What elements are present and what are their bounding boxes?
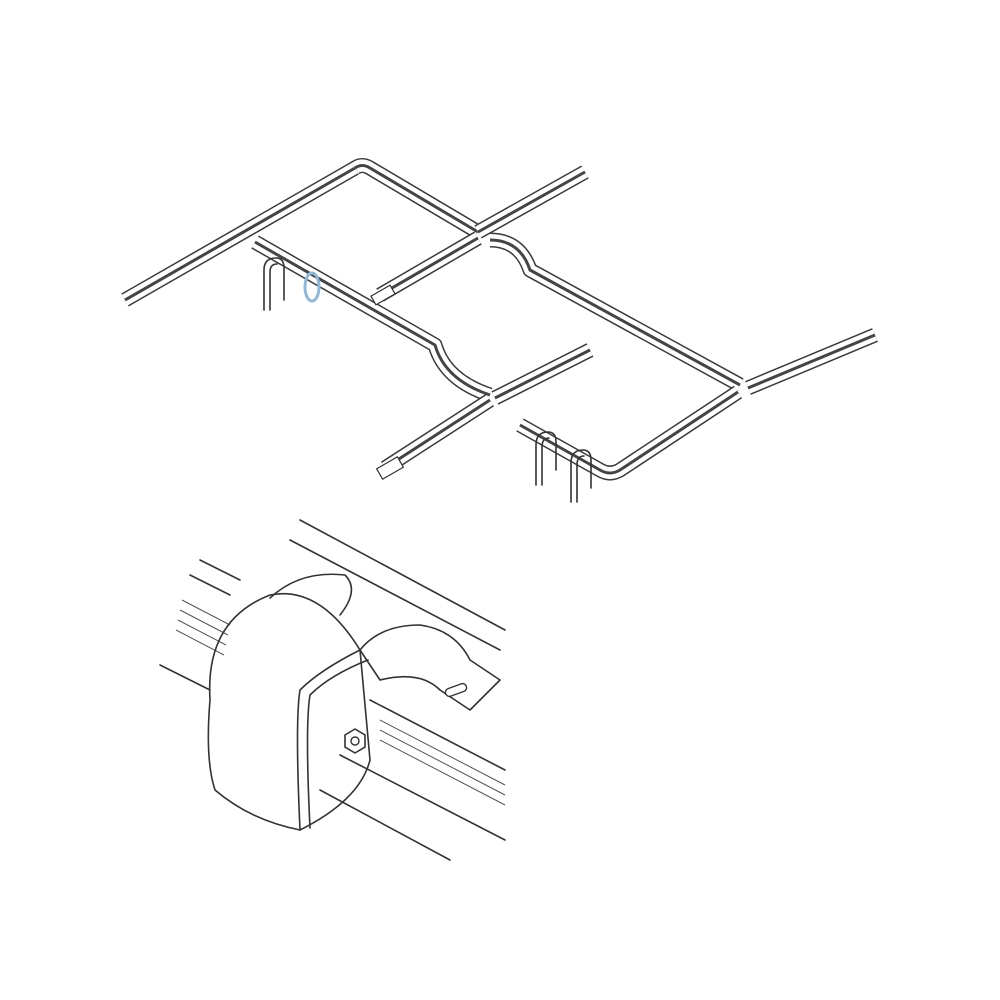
tray-segment — [252, 236, 493, 401]
tray-segment — [379, 236, 479, 297]
cable-tray-network — [121, 158, 878, 503]
tray-segment — [494, 348, 591, 400]
hanger-bracket — [535, 431, 557, 486]
clamp-hood — [207, 593, 371, 831]
tray-segment — [477, 170, 586, 234]
tray-segment — [519, 390, 739, 475]
tray-segment — [354, 164, 479, 234]
tray-segment — [384, 398, 491, 470]
tray-segment — [489, 238, 741, 387]
tray-segment — [254, 240, 491, 397]
hex-bolt — [344, 728, 366, 754]
coupler — [303, 271, 321, 303]
tray-segment — [747, 333, 876, 390]
hanger-bracket — [570, 449, 592, 503]
clamp-detail-view — [159, 519, 506, 861]
tray-end — [370, 284, 396, 306]
tray-end — [375, 455, 405, 481]
strap-slot — [444, 682, 468, 698]
hanger-bracket — [263, 257, 285, 311]
tray-segment — [124, 166, 356, 302]
